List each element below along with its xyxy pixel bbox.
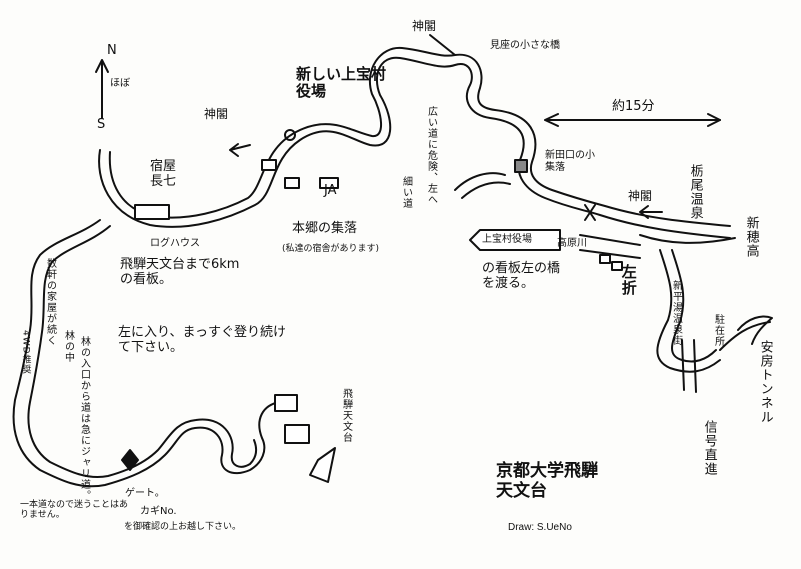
compass-approx: ほぼ [110,78,130,89]
gate-label: ゲート。 [125,488,165,499]
hamlet-ahead-label: 数軒の家屋が続く [44,258,56,346]
ja-label: JA [324,183,337,198]
hida-sign-label: 飛騨天文台まで6kmの看板。 [120,257,240,287]
observatory-building-1 [274,394,298,412]
observatory-building-2 [284,424,310,444]
police-box-label: 駐在所 [712,314,724,347]
shinhirayu-label: 新平湯温泉街 [670,280,682,346]
anbo-tunnel-label: 安房トンネル [757,340,773,424]
shinhotaka-road [639,234,736,244]
four-wd-label: 4WD推奨 [20,330,31,375]
hongo-label: 本郷の集落 [292,221,358,236]
map-title: 京都大学飛騨天文台 [496,461,598,501]
shrine-right-label: 神閣 [628,189,653,203]
shingetaguchi-label: 新田口の小集落 [545,150,595,173]
narrow-road-label: 細い道 [400,176,412,209]
forest-label: 林の中 [62,330,74,363]
signal-straight-label: 信号直進 [701,420,717,476]
yado-choshichi-label: 宿屋長七 [150,159,177,189]
main-road-inner [108,46,731,227]
new-office-label: 新しい上宝村役場 [296,65,387,101]
takahara-river-label: 高原川 [557,238,587,249]
tochio-onsen-label: 栃尾温泉 [687,164,703,220]
shrine-top-label: 神閣 [412,19,437,33]
compass-arrow [95,59,109,119]
new-office-marker [284,129,296,141]
turn-left-label: 左折 [619,264,638,296]
sign-note-label: の看板左の橋を渡る。 [482,261,561,291]
key-no-label: カギNo. [140,506,177,517]
one-way-label: 一本道なので迷うことはありません。 [20,500,129,521]
kamitakara-sign-label: 上宝村役場 [482,234,532,245]
log-house-label: ログハウス [150,238,200,249]
shinhirayu-road [656,249,721,373]
footbridge-label: 見座の小さな橋 [490,40,560,51]
key-confirm-label: を御確認の上お越し下さい。 [124,522,242,532]
tunnel-mark [737,315,773,345]
main-road [98,56,731,239]
credit-label: Draw: S.UeNo [508,522,572,533]
shinhotaka-label: 新穂高 [743,216,759,258]
observatory-road [12,219,281,488]
observatory-label: 飛騨天文台 [340,388,352,443]
narrow-road-turn-label: 広い道に危険、左へ [425,106,437,205]
hongo-note-label: (私達の宿舎があります) [282,244,380,254]
compass-south: S [97,117,106,132]
forest-steep-label: 林の入口から道は急にジャリ道。 [78,336,90,501]
kamitakara-sign-shape [469,229,561,251]
inn-marker [134,204,170,220]
turn-in-label: 左に入り、まっすぐ登り続けて下さい。 [118,325,286,355]
shrine-left-label: 神閣 [204,107,229,121]
approx-15min-label: 約15分 [612,99,655,114]
narrow-road-line [454,172,506,191]
compass-north: N [107,43,117,58]
